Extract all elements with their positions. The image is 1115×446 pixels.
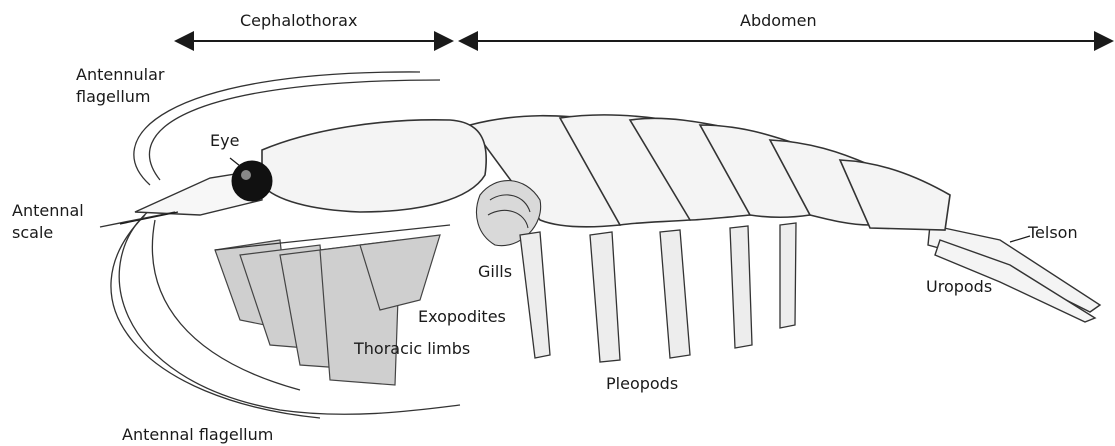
label-eye: Eye — [210, 130, 239, 152]
eye-drawing — [232, 161, 272, 201]
carapace-drawing — [262, 120, 486, 212]
region-label-abdomen: Abdomen — [740, 10, 817, 32]
region-label-cephalothorax: Cephalothorax — [240, 10, 357, 32]
thoracic-limbs-drawing — [215, 225, 450, 385]
label-exopodites: Exopodites — [418, 306, 506, 328]
label-antennal-scale: Antennal scale — [12, 200, 84, 244]
label-antennal-flagellum: Antennal flagellum — [122, 424, 273, 446]
label-uropods: Uropods — [926, 276, 992, 298]
abdomen-drawing — [470, 115, 950, 230]
label-antennular-flagellum: Antennular flagellum — [76, 64, 164, 108]
label-pleopods: Pleopods — [606, 373, 678, 395]
label-gills: Gills — [478, 261, 512, 283]
label-telson: Telson — [1028, 222, 1078, 244]
pleopods-drawing — [520, 223, 796, 362]
label-thoracic-limbs: Thoracic limbs — [354, 338, 470, 360]
